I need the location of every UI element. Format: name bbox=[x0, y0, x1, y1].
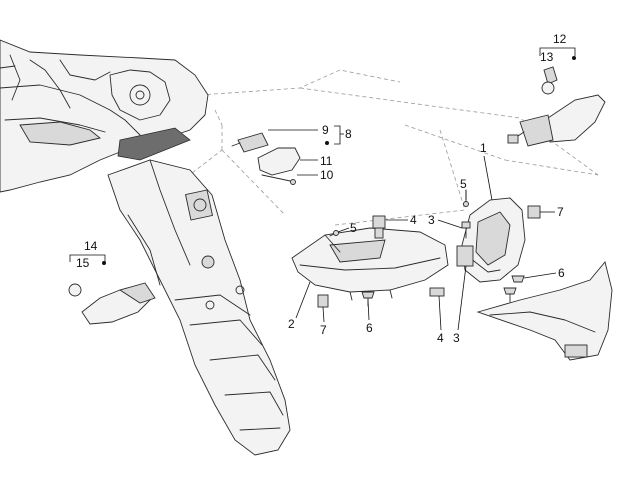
callout-4-lower: 4 bbox=[437, 331, 444, 345]
callout-8: 8 bbox=[345, 127, 352, 141]
part-8-lamp-assembly bbox=[231, 132, 301, 185]
callout-3-upper: 3 bbox=[428, 213, 435, 227]
part-14-left-indicator bbox=[68, 282, 156, 325]
callout-15: 15 bbox=[76, 256, 90, 270]
front-fender-body bbox=[107, 159, 291, 456]
callout-labels: 1 2 3 3 4 4 5 5 6 6 7 7 8 bbox=[69, 32, 576, 345]
callout-13: 13 bbox=[540, 50, 554, 64]
callout-6-right: 6 bbox=[558, 266, 565, 280]
callout-2: 2 bbox=[288, 317, 295, 331]
part-12-right-indicator bbox=[507, 66, 606, 147]
callout-7-left: 7 bbox=[320, 323, 327, 337]
part-1-bracket bbox=[456, 197, 526, 283]
callout-7-right: 7 bbox=[557, 205, 564, 219]
callout-5-left: 5 bbox=[350, 221, 357, 235]
assembly-guide-lines bbox=[169, 69, 599, 226]
rear-cover-panel bbox=[476, 261, 613, 361]
callout-14: 14 bbox=[84, 239, 98, 253]
front-shield-assembly bbox=[0, 39, 209, 193]
hardware-fasteners bbox=[317, 189, 541, 308]
callout-11: 11 bbox=[320, 154, 333, 168]
callout-5-right: 5 bbox=[460, 177, 467, 191]
callout-12: 12 bbox=[553, 32, 567, 46]
callout-6-left: 6 bbox=[366, 321, 373, 335]
callout-9: 9 bbox=[322, 123, 329, 137]
callout-1: 1 bbox=[480, 141, 487, 155]
callout-4-upper: 4 bbox=[410, 213, 417, 227]
callout-10: 10 bbox=[320, 168, 334, 182]
part-2-lamp-housing bbox=[291, 227, 449, 301]
callout-3-lower: 3 bbox=[453, 331, 460, 345]
